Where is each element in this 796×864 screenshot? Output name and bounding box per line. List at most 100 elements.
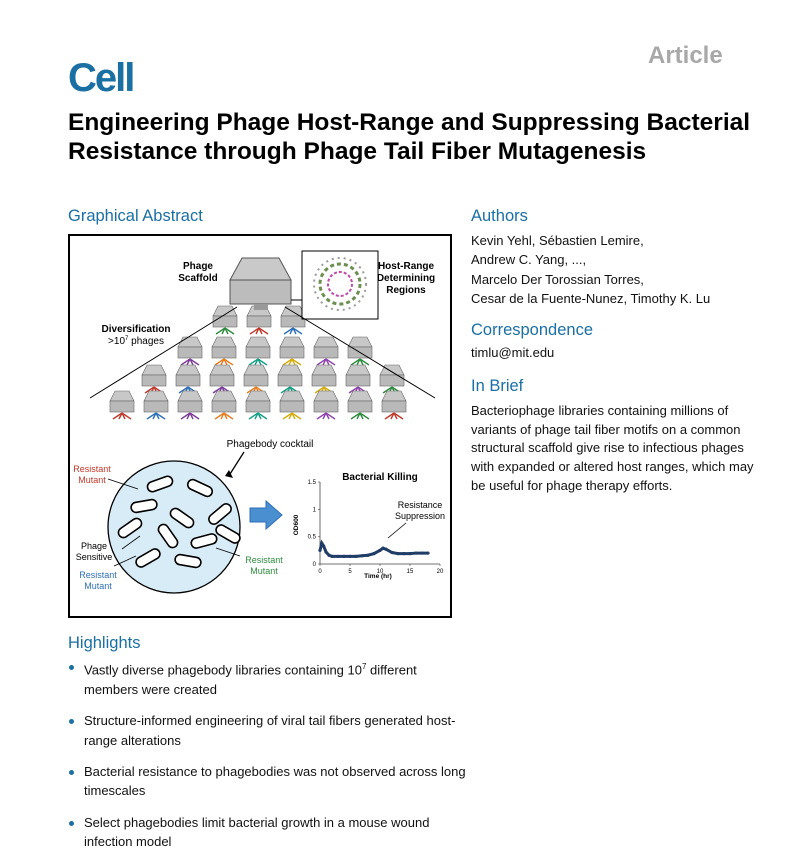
bacterium-cell	[157, 523, 179, 549]
phage-icon	[280, 305, 306, 335]
data-point	[348, 554, 352, 558]
phage-icon	[211, 336, 237, 366]
journal-logo: Cell	[68, 56, 135, 100]
y-tick-label: 1.5	[308, 480, 317, 486]
data-point	[384, 547, 388, 551]
in-brief-heading: In Brief	[471, 377, 524, 395]
author-line: Kevin Yehl, Sébastien Lemire,	[471, 233, 644, 248]
phage-icon	[141, 364, 167, 394]
correspondence-heading: Correspondence	[471, 321, 593, 339]
authors-heading: Authors	[471, 207, 528, 225]
killing-chart-title: Bacterial Killing	[342, 472, 418, 483]
y-axis-label: OD600	[293, 514, 300, 535]
determining-label: Determining	[377, 273, 435, 284]
scaffold-label: Scaffold	[178, 273, 217, 284]
x-tick-label: 0	[318, 569, 322, 575]
x-tick-label: 15	[407, 569, 414, 575]
x-tick-label: 10	[377, 569, 384, 575]
phage-icon	[279, 390, 305, 420]
data-point	[390, 550, 394, 555]
phage-icon	[209, 364, 235, 394]
highlight-item: Structure-informed engineering of viral …	[68, 711, 468, 750]
data-point	[381, 546, 385, 550]
phage-icon	[109, 390, 135, 420]
bacteria-cells	[117, 475, 241, 569]
phage-icon	[279, 336, 305, 366]
phage-icon	[246, 305, 272, 335]
bacterium-cell	[190, 533, 218, 549]
data-point	[378, 548, 382, 552]
graphical-abstract-heading: Graphical Abstract	[68, 207, 203, 225]
data-point	[396, 552, 400, 556]
phage-grid	[109, 305, 407, 420]
data-point	[324, 550, 328, 554]
phage-icon	[177, 390, 203, 420]
phage-icon	[245, 390, 271, 420]
y-tick-label: 0	[313, 562, 317, 568]
phage-icon	[345, 364, 371, 394]
y-tick-label: 0.5	[308, 535, 317, 541]
y-tick-label: 1	[313, 507, 317, 513]
bacterium-cell	[208, 503, 232, 525]
phage-icon	[311, 364, 337, 394]
data-point	[414, 551, 418, 555]
x-axis-label: Time (hr)	[364, 573, 392, 580]
bacterium-cell	[174, 553, 202, 569]
phages-count-label: >107 phages	[108, 336, 164, 347]
x-tick-label: 5	[348, 569, 352, 575]
graphical-abstract-figure: Phage Scaffold Host-Range Determining Re…	[68, 234, 452, 618]
data-point	[366, 553, 370, 557]
data-point	[408, 552, 412, 556]
phage-icon	[245, 336, 271, 366]
phage-icon	[175, 364, 201, 394]
bacterium-cell	[135, 548, 161, 568]
author-line: Andrew C. Yang, ...,	[471, 252, 587, 268]
process-arrow	[249, 499, 283, 531]
authors-list: Kevin Yehl, Sébastien Lemire, Andrew C. …	[471, 231, 710, 309]
protein-structure-image	[313, 257, 367, 311]
data-point	[327, 553, 331, 557]
phage-label: Phage	[183, 261, 213, 272]
data-point	[354, 554, 358, 558]
bacterium-cell	[130, 498, 158, 514]
data-point	[318, 548, 322, 552]
suppression-label: Suppression	[395, 511, 445, 521]
highlight-item: Select phagebodies limit bacterial growt…	[68, 813, 468, 852]
bacterium-cell	[215, 524, 241, 544]
highlight-item: Vastly diverse phagebody libraries conta…	[68, 657, 468, 699]
phage-icon	[381, 390, 407, 420]
phage-icon	[243, 364, 269, 394]
highlights-list: Vastly diverse phagebody libraries conta…	[68, 657, 468, 864]
correspondence-email[interactable]: timlu@mit.edu	[471, 345, 555, 360]
data-point	[322, 544, 326, 548]
paper-title: Engineering Phage Host-Range and Suppres…	[68, 109, 751, 165]
data-point	[420, 551, 424, 555]
data-point	[402, 552, 406, 556]
cocktail-arrow	[229, 451, 245, 475]
bacterium-cell	[117, 517, 143, 539]
resistant-label-red: Resistant	[73, 464, 111, 474]
mutant-label-green: Mutant	[250, 566, 278, 576]
mutant-label-red: Mutant	[78, 475, 106, 485]
data-point	[426, 551, 430, 555]
phage-sensitive-label: Phage	[81, 541, 107, 551]
scaffold-phage	[229, 257, 292, 310]
phage-icon	[347, 390, 373, 420]
author-line: Marcelo Der Torossian Torres,	[471, 271, 644, 287]
highlight-item: Bacterial resistance to phagebodies was …	[68, 762, 468, 801]
phage-icon	[211, 390, 237, 420]
sensitive-label: Sensitive	[76, 552, 113, 562]
phage-icon	[313, 390, 339, 420]
data-point	[330, 554, 334, 558]
phage-icon	[313, 336, 339, 366]
cocktail-label: Phagebody cocktail	[227, 439, 314, 450]
data-point	[320, 541, 324, 545]
bacterium-cell	[186, 478, 214, 498]
data-point	[360, 554, 364, 558]
highlights-heading: Highlights	[68, 634, 141, 652]
author-line: Cesar de la Fuente-Nunez, Timothy K. Lu	[471, 291, 711, 307]
data-point	[342, 554, 346, 558]
resistance-label: Resistance	[398, 500, 443, 510]
article-type-label: Article	[648, 42, 723, 69]
in-brief-text: Bacteriophage libraries containing milli…	[471, 403, 754, 493]
